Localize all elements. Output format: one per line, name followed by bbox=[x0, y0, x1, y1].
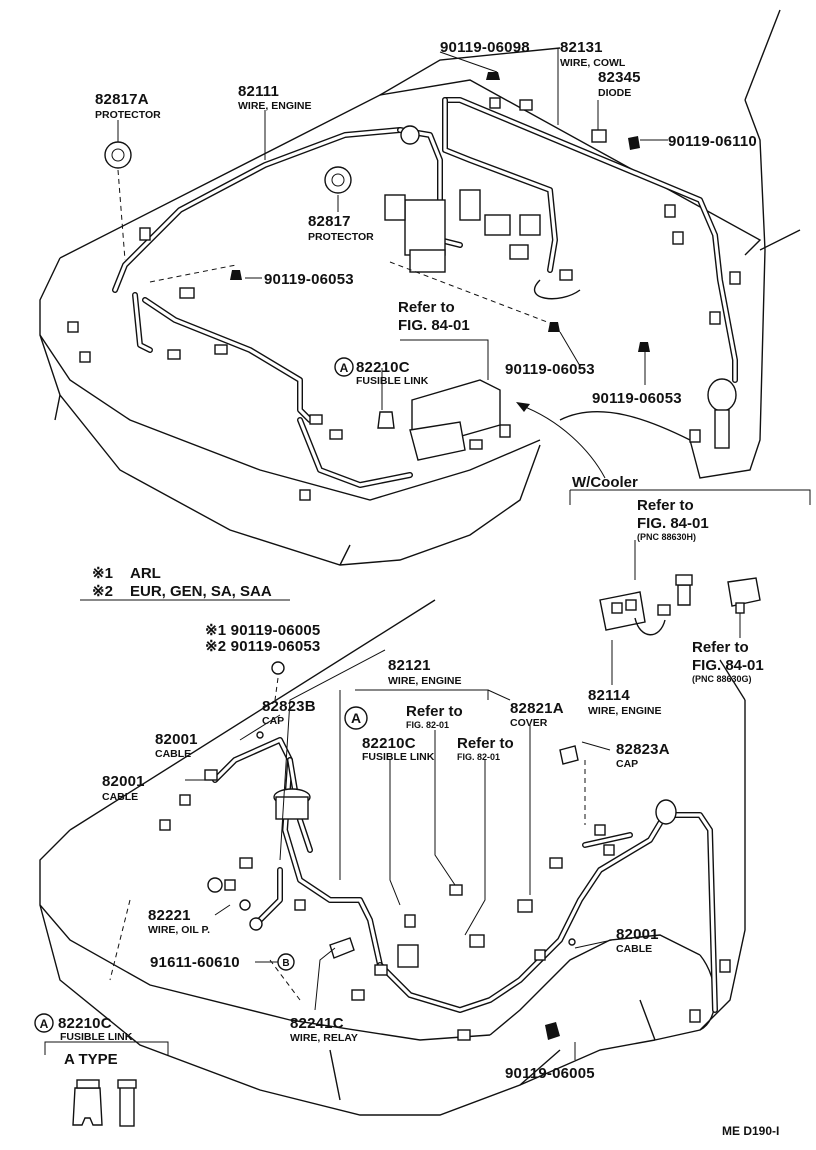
label-pnc-88630h: (PNC 88630H) bbox=[637, 532, 696, 542]
label-90119-06053-b: 90119-06053 bbox=[505, 361, 595, 378]
label-82345: 82345 bbox=[598, 69, 641, 86]
bottom-vehicle-body bbox=[39, 599, 746, 1116]
label-82221-desc: WIRE, OIL P. bbox=[148, 924, 210, 936]
label-82817A: 82817A bbox=[95, 91, 149, 108]
label-refer-to-2: Refer to bbox=[637, 497, 694, 514]
label-82817: 82817 bbox=[308, 213, 351, 230]
label-82001-b-desc: CABLE bbox=[102, 791, 138, 803]
circled-markers bbox=[34, 357, 368, 1033]
label-refer-to-3: Refer to bbox=[692, 639, 749, 656]
label-82823B: 82823B bbox=[262, 698, 316, 715]
top-leader-lines bbox=[117, 48, 811, 685]
label-82821A-desc: COVER bbox=[510, 717, 548, 729]
label-82241C: 82241C bbox=[290, 1015, 344, 1032]
label-91611-60610: 91611-60610 bbox=[150, 954, 240, 971]
label-82210C-bottom: 82210C bbox=[362, 735, 416, 752]
marker-a-footer: A bbox=[40, 1017, 49, 1031]
a-type-fuse-icons bbox=[44, 1041, 169, 1127]
label-fig-82-01-4: FIG. 82-01 bbox=[406, 720, 449, 730]
label-refer-to-5: Refer to bbox=[457, 735, 514, 752]
label-82817A-desc: PROTECTOR bbox=[95, 109, 161, 121]
legend-note2-mark: ※2 bbox=[92, 583, 113, 600]
legend-note1-mark: ※1 bbox=[92, 565, 113, 582]
label-82114: 82114 bbox=[588, 687, 630, 704]
label-s1-90119-06005: ※1 90119-06005 bbox=[205, 622, 320, 639]
label-82121: 82121 bbox=[388, 657, 431, 674]
label-82111-desc: WIRE, ENGINE bbox=[238, 100, 312, 112]
label-82210C-footer-desc: FUSIBLE LINK bbox=[60, 1031, 133, 1043]
label-82001-c: 82001 bbox=[616, 926, 659, 943]
label-90119-06110: 90119-06110 bbox=[668, 133, 757, 150]
label-82210C-top-desc: FUSIBLE LINK bbox=[356, 375, 429, 387]
label-pnc-88630g: (PNC 88630G) bbox=[692, 674, 752, 684]
label-82221: 82221 bbox=[148, 907, 191, 924]
marker-b: B bbox=[282, 958, 289, 969]
label-a-type: A TYPE bbox=[64, 1051, 118, 1068]
label-82131-desc: WIRE, COWL bbox=[560, 57, 626, 69]
marker-a-bottom: A bbox=[351, 710, 361, 726]
label-82210C-bottom-desc: FUSIBLE LINK bbox=[362, 751, 435, 763]
label-s2-90119-06053: ※2 90119-06053 bbox=[205, 638, 320, 655]
top-engine-harness bbox=[67, 72, 741, 501]
label-82001-a: 82001 bbox=[155, 731, 198, 748]
top-vehicle-body bbox=[39, 9, 801, 566]
label-fig-82-01-5: FIG. 82-01 bbox=[457, 752, 500, 762]
label-90119-06053-c: 90119-06053 bbox=[592, 390, 682, 407]
label-82821A: 82821A bbox=[510, 700, 564, 717]
label-82121-desc: WIRE, ENGINE bbox=[388, 675, 462, 687]
label-82823A: 82823A bbox=[616, 741, 670, 758]
label-82823A-desc: CAP bbox=[616, 758, 638, 770]
label-fig-84-01-3: FIG. 84-01 bbox=[692, 657, 764, 674]
bottom-engine-harness bbox=[159, 661, 731, 1041]
marker-a-top: A bbox=[340, 361, 349, 375]
label-82241C-desc: WIRE, RELAY bbox=[290, 1032, 358, 1044]
legend-note2-text: EUR, GEN, SA, SAA bbox=[130, 583, 272, 600]
label-82210C-footer: 82210C bbox=[58, 1015, 112, 1032]
bottom-leader-lines bbox=[185, 649, 613, 1060]
label-refer-to-1: Refer to bbox=[398, 299, 455, 316]
label-82210C-top: 82210C bbox=[356, 359, 410, 376]
label-82823B-desc: CAP bbox=[262, 715, 284, 727]
label-90119-06005: 90119-06005 bbox=[505, 1065, 595, 1082]
label-82131: 82131 bbox=[560, 39, 603, 56]
label-82001-a-desc: CABLE bbox=[155, 748, 191, 760]
label-82111: 82111 bbox=[238, 83, 279, 100]
label-90119-06053-a: 90119-06053 bbox=[264, 271, 354, 288]
diagram-code: ME D190-I bbox=[722, 1124, 779, 1138]
label-82817-desc: PROTECTOR bbox=[308, 231, 374, 243]
label-refer-to-4: Refer to bbox=[406, 703, 463, 720]
legend-note1-text: ARL bbox=[130, 565, 161, 582]
label-w-cooler: W/Cooler bbox=[572, 474, 638, 491]
label-82001-c-desc: CABLE bbox=[616, 943, 652, 955]
cooler-inset bbox=[599, 574, 761, 636]
label-fig-84-01-2: FIG. 84-01 bbox=[637, 515, 709, 532]
label-90119-06098: 90119-06098 bbox=[440, 39, 530, 56]
label-82114-desc: WIRE, ENGINE bbox=[588, 705, 662, 717]
label-82345-desc: DIODE bbox=[598, 87, 631, 99]
label-82001-b: 82001 bbox=[102, 773, 145, 790]
label-fig-84-01-1: FIG. 84-01 bbox=[398, 317, 470, 334]
